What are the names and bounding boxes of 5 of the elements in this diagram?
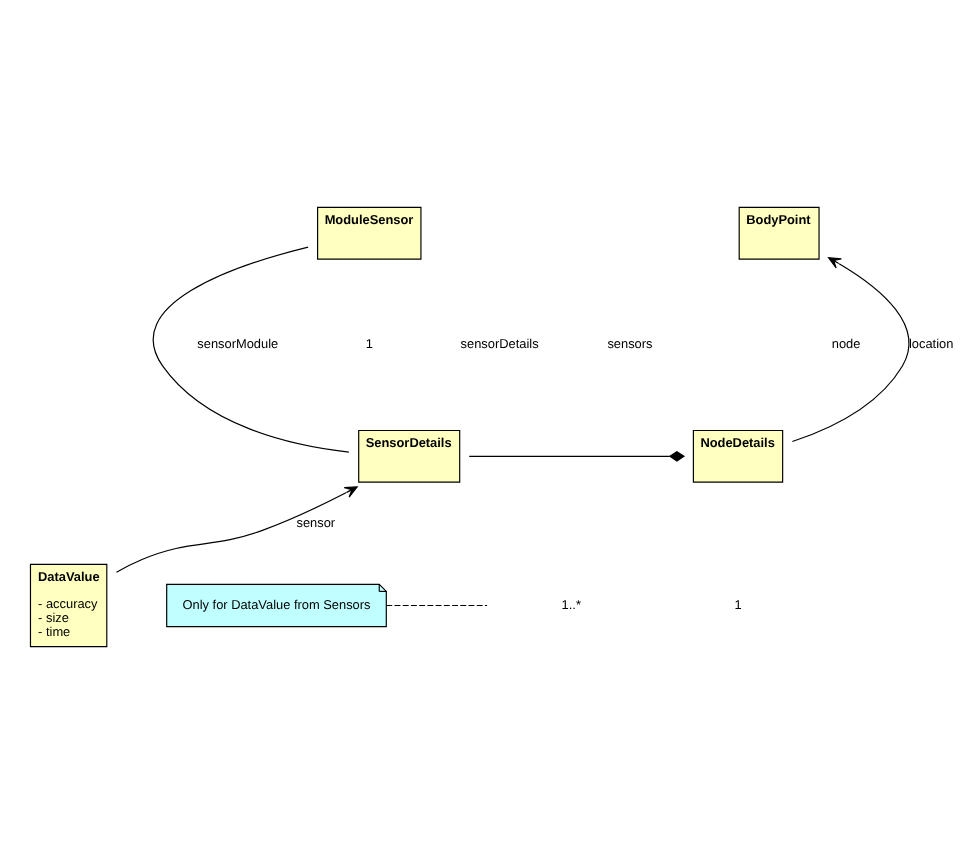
connector [152,245,350,452]
arrow [791,256,910,442]
connector [468,449,685,461]
connector [385,603,488,606]
arrow [115,485,358,572]
